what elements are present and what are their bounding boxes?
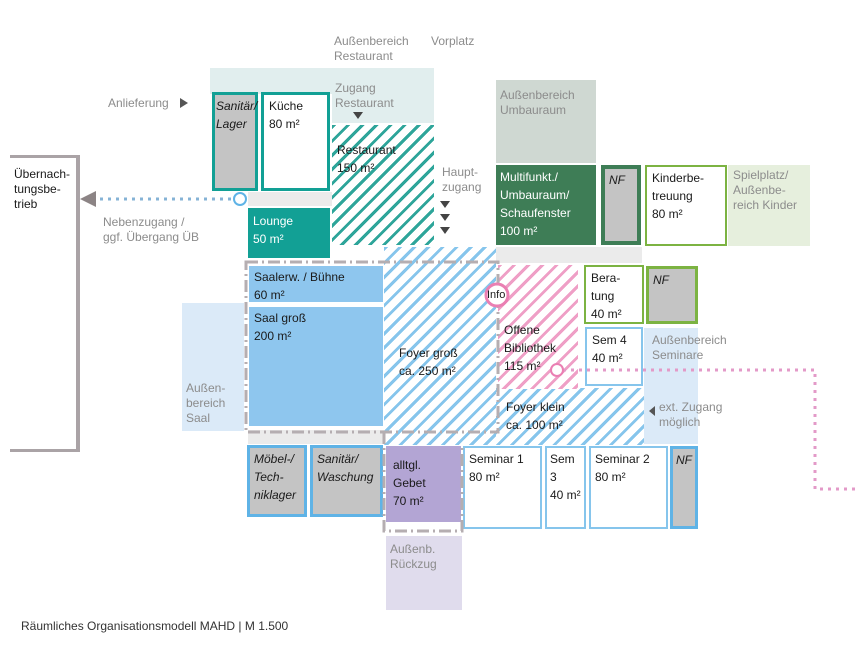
- room-foyer-klein[interactable]: Foyer klein ca. 100 m²: [496, 388, 644, 445]
- room-moebel-label: Möbel-/ Tech- niklager: [254, 452, 297, 502]
- room-kinderbetreuung[interactable]: Kinderbe- treuung 80 m²: [645, 165, 727, 246]
- room-nf-2[interactable]: NF: [646, 266, 698, 324]
- hauptzugang-arrow-icon-2: [440, 214, 450, 221]
- room-multifunkt-label: Multifunkt./ Umbauraum/ Schaufenster 100…: [500, 170, 571, 238]
- label-spielplatz: Spielplatz/ Außenbe- reich Kinder: [733, 168, 798, 212]
- ext-zugang-arrow-icon: [649, 406, 655, 416]
- outdoor-saal-area: [182, 303, 244, 431]
- room-beratung[interactable]: Bera- tung 40 m²: [584, 265, 644, 324]
- room-sanitaer-lager[interactable]: Sanitär/ Lager: [212, 92, 258, 191]
- zugang-restaurant-area: [332, 68, 434, 123]
- room-saal-gross-label: Saal groß 200 m²: [254, 311, 307, 343]
- hauptzugang-arrow-icon-1: [440, 201, 450, 208]
- room-sem4-label: Sem 4 40 m²: [592, 333, 627, 365]
- room-saalerw-label: Saalerw. / Bühne 60 m²: [254, 270, 345, 302]
- room-gebet-label: alltgl. Gebet 70 m²: [393, 458, 426, 508]
- label-aussenbereich-restaurant: Außenbereich Restaurant: [334, 34, 409, 63]
- room-foyer-klein-label: Foyer klein ca. 100 m²: [506, 400, 565, 432]
- anlieferung-arrow-icon: [180, 98, 188, 108]
- room-multifunkt[interactable]: Multifunkt./ Umbauraum/ Schaufenster 100…: [496, 165, 596, 245]
- room-nf-1-label: NF: [609, 173, 625, 187]
- room-lounge[interactable]: Lounge 50 m²: [248, 208, 330, 258]
- arrow-left-icon: [80, 191, 96, 207]
- label-anlieferung: Anlieferung: [108, 96, 169, 110]
- outdoor-rueckzug-area: [386, 536, 462, 610]
- outdoor-kids-area: [728, 165, 810, 246]
- room-saal-gross[interactable]: Saal groß 200 m²: [249, 307, 383, 426]
- corridor-kitchen: [248, 192, 332, 206]
- label-aussenbereich-saal: Außen- bereich Saal: [186, 381, 226, 425]
- room-restaurant-label: Restaurant 150 m²: [337, 143, 396, 175]
- room-gebet[interactable]: alltgl. Gebet 70 m²: [386, 446, 461, 522]
- label-ext-zugang: ext. Zugang möglich: [659, 400, 723, 429]
- gebet-boundary: [382, 432, 464, 533]
- room-nf-3[interactable]: NF: [670, 446, 698, 529]
- room-beratung-label: Bera- tung 40 m²: [591, 271, 622, 321]
- room-sem4[interactable]: Sem 4 40 m²: [585, 327, 643, 386]
- room-saalerw-buehne[interactable]: Saalerw. / Bühne 60 m²: [249, 266, 383, 302]
- ext-zugang-path: [563, 368, 860, 491]
- bibliothek-node: [550, 363, 564, 377]
- room-kueche-label: Küche 80 m²: [269, 99, 304, 131]
- outdoor-seminare-area: [644, 328, 698, 444]
- hauptzugang-arrow-icon-3: [440, 227, 450, 234]
- label-vorplatz: Vorplatz: [431, 34, 475, 48]
- nebenzugang-node: [233, 192, 247, 206]
- room-restaurant[interactable]: Restaurant 150 m²: [332, 125, 434, 245]
- caption: Räumliches Organisationsmodell MAHD | M …: [21, 619, 289, 633]
- label-info[interactable]: Info: [487, 289, 506, 301]
- room-foyer-gross-label: Foyer groß ca. 250 m²: [399, 346, 458, 378]
- corridor-multifunkt: [496, 247, 642, 263]
- room-nf-1[interactable]: NF: [601, 165, 641, 245]
- room-kinderbetreuung-label: Kinderbe- treuung 80 m²: [652, 171, 705, 221]
- room-sanitaer-waschung-label: Sanitär/ Waschung: [317, 452, 374, 484]
- room-sem3[interactable]: Sem 3 40 m²: [545, 446, 586, 529]
- room-bibliothek-label: Offene Bibliothek 115 m²: [504, 323, 557, 373]
- label-aussenb-rueckzug: Außenb. Rückzug: [390, 542, 437, 571]
- zugang-restaurant-arrow-icon: [353, 112, 363, 119]
- room-foyer-gross[interactable]: Foyer groß ca. 250 m²: [384, 247, 496, 445]
- room-sanitaer-lager-label: Sanitär/ Lager: [216, 99, 258, 131]
- room-seminar2-label: Seminar 2 80 m²: [595, 452, 650, 484]
- saal-foyer-boundary: [244, 260, 500, 434]
- room-bibliothek[interactable]: Offene Bibliothek 115 m²: [498, 265, 578, 389]
- label-aussenbereich-umbauraum: Außenbereich Umbauraum: [500, 88, 575, 117]
- label-aussenbereich-seminare: Außenbereich Seminare: [652, 333, 727, 362]
- room-kueche[interactable]: Küche 80 m²: [261, 92, 330, 191]
- outdoor-umbauraum-area: [496, 80, 596, 163]
- room-nf-2-label: NF: [653, 273, 669, 287]
- room-seminar1[interactable]: Seminar 1 80 m²: [463, 446, 542, 529]
- label-hauptzugang: Haupt- zugang: [442, 165, 482, 194]
- label-uebernachtung: Übernach- tungsbe- trieb: [14, 167, 71, 211]
- room-nf-3-label: NF: [676, 453, 692, 467]
- info-circle: [484, 282, 510, 308]
- room-seminar1-label: Seminar 1 80 m²: [469, 452, 524, 484]
- room-seminar2[interactable]: Seminar 2 80 m²: [589, 446, 668, 529]
- uebernachtung-bracket: [10, 155, 80, 452]
- label-zugang-restaurant: Zugang Restaurant: [335, 81, 394, 110]
- room-lounge-label: Lounge 50 m²: [253, 214, 294, 246]
- room-sanitaer-waschung[interactable]: Sanitär/ Waschung: [310, 445, 383, 517]
- room-moebel-techniklager[interactable]: Möbel-/ Tech- niklager: [247, 445, 307, 517]
- room-sem3-label: Sem 3 40 m²: [550, 452, 581, 502]
- label-nebenzugang: Nebenzugang / ggf. Übergang ÜB: [103, 215, 200, 244]
